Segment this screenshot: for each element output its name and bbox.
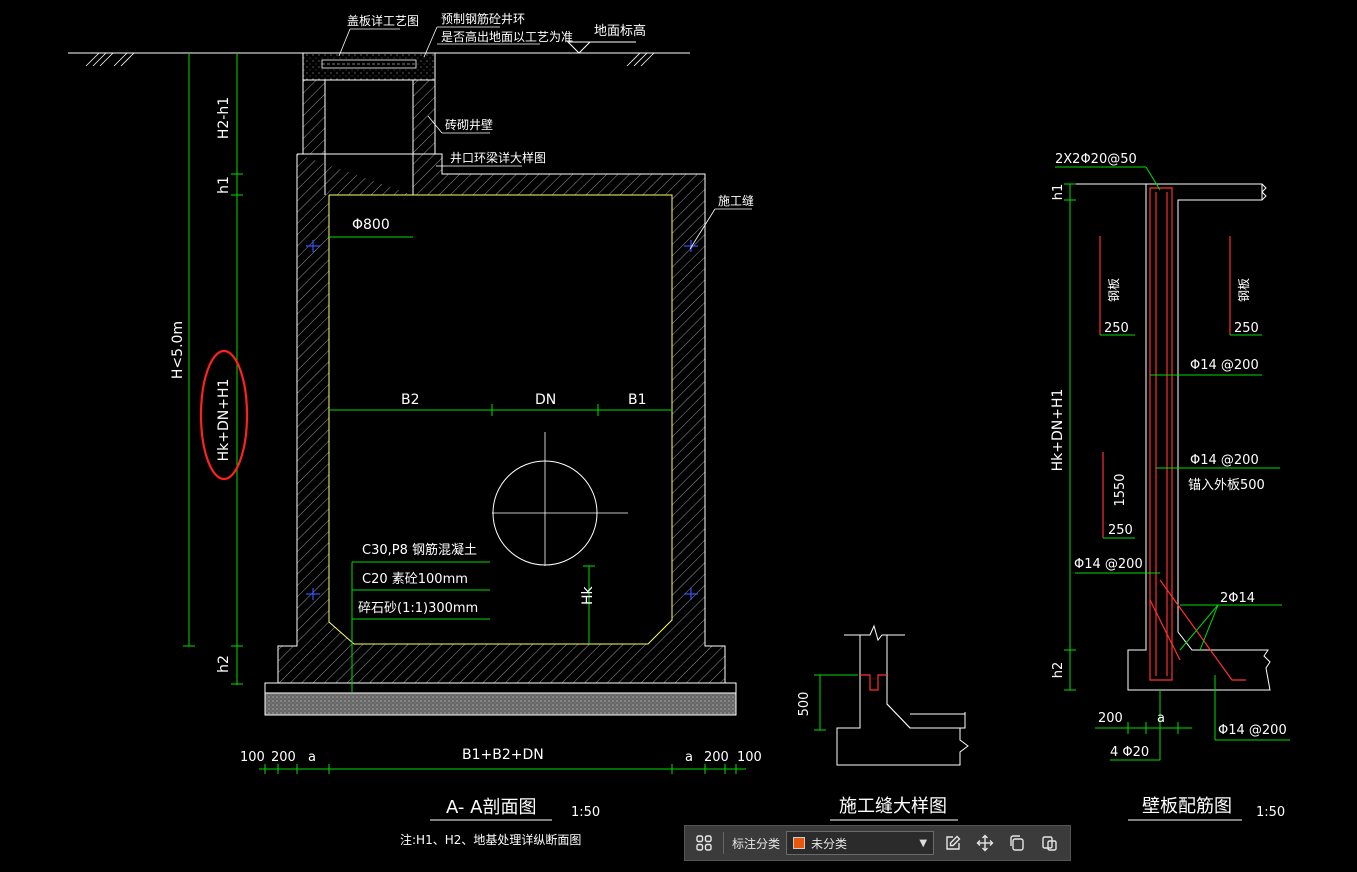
rebar-top: 2X2Φ20@50 xyxy=(1055,152,1137,167)
dim-h1: h1 xyxy=(216,176,232,194)
edit-icon[interactable] xyxy=(940,830,966,856)
section-aa: 地面标高 xyxy=(68,11,762,847)
rebar-r2-note: 锚入外板500 xyxy=(1188,478,1265,493)
ground-hatch-left xyxy=(85,52,135,67)
markup-ellipse xyxy=(199,349,249,481)
ground-level-label: 地面标高 xyxy=(594,23,646,39)
gravel-layer xyxy=(264,692,737,716)
brick-wall-label: 砖砌井壁 xyxy=(445,117,493,132)
dim-h2-h1: H2-h1 xyxy=(216,97,232,139)
rebar-r5: Φ14 @200 xyxy=(1218,723,1287,738)
rebar-bottom: 4 Φ20 xyxy=(1110,745,1149,760)
dim-a-left: a xyxy=(308,750,316,765)
concrete-outline xyxy=(277,153,726,684)
rebar-250b: 250 xyxy=(1234,321,1259,336)
wall-outline xyxy=(1075,183,1271,691)
dim-100-left: 100 xyxy=(240,750,265,765)
chevron-down-icon: ▼ xyxy=(919,837,928,849)
toolbar-divider xyxy=(723,832,724,854)
rebar-250a: 250 xyxy=(1104,321,1129,336)
brick-wall-right xyxy=(412,79,436,155)
cover-label: 盖板详工艺图 xyxy=(347,13,419,28)
category-value: 未分类 xyxy=(811,836,848,851)
rebar-title: 壁板配筋图 xyxy=(1142,796,1232,817)
elevation-note: 是否高出地面以工艺为准 xyxy=(441,29,573,44)
joint-title: 施工缝大样图 xyxy=(839,796,947,817)
b2-dim: B2 xyxy=(401,392,420,408)
hk-dim: Hk xyxy=(580,585,596,605)
rebar-r3: Φ14 @200 xyxy=(1074,557,1143,572)
section-scale: 1:50 xyxy=(571,805,600,820)
dim-total: B1+B2+DN xyxy=(462,747,544,763)
concrete-wall xyxy=(278,154,725,683)
rebar-h2: h2 xyxy=(1051,662,1066,679)
rebar-left-label: 钢板 xyxy=(1107,278,1121,302)
dim-hk-total: Hk+DN+H1 xyxy=(216,379,232,462)
rebar-a: a xyxy=(1157,711,1165,726)
dim-h-limit: H<5.0m xyxy=(170,321,186,379)
category-label: 标注分类 xyxy=(732,836,781,851)
ring-beam-label: 井口环梁详大样图 xyxy=(450,150,546,165)
joint-detail: 500 施工缝大样图 xyxy=(797,624,969,821)
dim-a-right: a xyxy=(685,750,693,765)
layer-c20: C20 素砼100mm xyxy=(362,572,468,587)
layer-gravel: 碎石砂(1:1)300mm xyxy=(358,601,478,616)
dim-200-right: 200 xyxy=(704,750,729,765)
dim-100-right: 100 xyxy=(737,750,762,765)
anchor-marks xyxy=(306,240,698,600)
rebar-h1: h1 xyxy=(1051,184,1066,201)
joint-dim: 500 xyxy=(797,692,812,717)
rebar-lines xyxy=(1099,187,1246,681)
paste-icon[interactable] xyxy=(1036,830,1062,856)
ground-hatch-right xyxy=(626,52,655,67)
category-select[interactable]: 未分类 ▼ xyxy=(786,831,935,855)
b1-dim: B1 xyxy=(628,392,647,408)
ring-label: 预制钢筋砼井环 xyxy=(441,11,525,26)
joint-outline xyxy=(836,624,969,766)
rebar-r2: Φ14 @200 xyxy=(1190,453,1259,468)
rebar-r1: Φ14 @200 xyxy=(1190,358,1259,373)
joint-label: 施工缝 xyxy=(718,193,754,208)
rebar-250c: 250 xyxy=(1108,523,1133,538)
dim-200-left: 200 xyxy=(271,750,296,765)
grid-icon[interactable] xyxy=(691,830,717,856)
move-icon[interactable] xyxy=(972,830,998,856)
annotation-toolbar: 标注分类 未分类 ▼ xyxy=(684,825,1071,861)
layer-c30: C30,P8 钢筋混凝土 xyxy=(362,542,477,558)
copy-icon[interactable] xyxy=(1004,830,1030,856)
rebar-200: 200 xyxy=(1098,711,1123,726)
rebar-right-label: 钢板 xyxy=(1237,278,1251,302)
section-title: A- A剖面图 xyxy=(446,797,536,818)
rebar-r4: 2Φ14 xyxy=(1220,591,1255,606)
section-note: 注:H1、H2、地基处理详纵断面图 xyxy=(400,832,581,847)
dn-dim: DN xyxy=(535,392,556,408)
rebar-scale: 1:50 xyxy=(1256,805,1285,820)
rebar-hk-total: Hk+DN+H1 xyxy=(1050,389,1066,472)
joint-key xyxy=(860,674,887,691)
interior-outline xyxy=(328,194,673,645)
brick-wall-left xyxy=(302,79,326,155)
plain-concrete-layer xyxy=(264,682,737,694)
opening-dim: Φ800 xyxy=(352,217,390,233)
category-swatch xyxy=(793,837,806,849)
rebar-1550: 1550 xyxy=(1113,473,1128,506)
dim-h2: h2 xyxy=(216,655,232,673)
wall-rebar: 2X2Φ20@50 h1 Hk+DN+H1 h2 钢板 钢板 250 250 Φ… xyxy=(1050,152,1290,821)
